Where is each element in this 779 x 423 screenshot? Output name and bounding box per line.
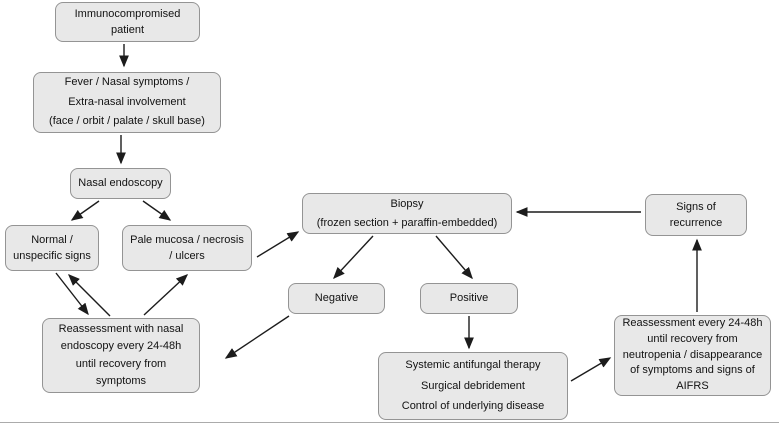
arrow-pale-mucosa-necrosis-ulcers-to-biopsy bbox=[256, 231, 300, 258]
node-fever-nasal-symptoms: Fever / Nasal symptoms / Extra-nasal inv… bbox=[33, 72, 221, 133]
arrow-biopsy-to-negative bbox=[333, 235, 374, 280]
node-biopsy: Biopsy (frozen section + paraffin-embedd… bbox=[302, 193, 512, 234]
arrow-reassessment-nasal-endoscopy-to-normal-unspecific-signs bbox=[68, 274, 111, 317]
arrow-systemic-antifungal-therapy-to-reassessment-24-48h-aifrs bbox=[570, 357, 612, 382]
node-reassessment-24-48h-aifrs: Reassessment every 24-48h until recovery… bbox=[614, 315, 771, 396]
node-negative: Negative bbox=[288, 283, 385, 314]
arrow-negative-to-reassessment-nasal-endoscopy bbox=[224, 315, 290, 359]
node-pale-mucosa-necrosis-ulcers: Pale mucosa / necrosis / ulcers bbox=[122, 225, 252, 271]
node-reassessment-nasal-endoscopy: Reassessment with nasal endoscopy every … bbox=[42, 318, 200, 393]
arrow-biopsy-to-positive bbox=[435, 235, 473, 280]
node-normal-unspecific-signs: Normal / unspecific signs bbox=[5, 225, 99, 271]
node-signs-of-recurrence: Signs of recurrence bbox=[645, 194, 747, 236]
arrow-reassessment-nasal-endoscopy-to-pale-mucosa-necrosis-ulcers bbox=[143, 274, 189, 316]
node-immunocompromised-patient: Immunocompromised patient bbox=[55, 2, 200, 42]
arrow-nasal-endoscopy-to-normal-unspecific-signs bbox=[70, 200, 100, 221]
arrow-nasal-endoscopy-to-pale-mucosa-necrosis-ulcers bbox=[142, 200, 172, 221]
node-nasal-endoscopy: Nasal endoscopy bbox=[70, 168, 171, 199]
node-positive: Positive bbox=[420, 283, 518, 314]
node-systemic-antifungal-therapy: Systemic antifungal therapy Surgical deb… bbox=[378, 352, 568, 420]
arrow-normal-unspecific-signs-to-reassessment-nasal-endoscopy bbox=[55, 272, 89, 316]
